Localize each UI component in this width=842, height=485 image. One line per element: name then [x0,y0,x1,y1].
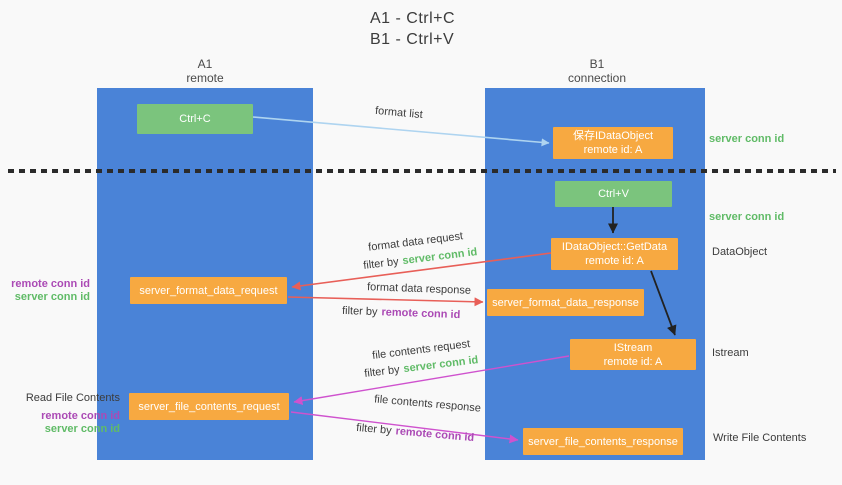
node-getdata-line1: IDataObject::GetData [561,241,668,253]
left-column-header: A1 remote [97,57,313,85]
node-getdata-line2: remote id: A [585,255,644,267]
node-ctrl-c: Ctrl+C [137,104,253,134]
node-getdata: IDataObject::GetData remote id: A [551,238,678,270]
label-istream: Istream [712,347,749,359]
label-read-file-contents: Read File Contents [25,392,120,404]
left-column-name: A1 [197,57,213,71]
node-server-format-data-request-label: server_format_data_request [139,284,278,297]
node-server-file-contents-request: server_file_contents_request [129,393,289,420]
title-line-1: A1 - Ctrl+C [370,10,456,27]
right-column-name: B1 [589,57,605,71]
filter-by-text: filter by [355,421,393,437]
remote-conn-id-text: remote conn id [381,306,461,322]
node-ctrl-c-label: Ctrl+C [179,113,211,125]
left-conn-id-group-2: remote conn id server conn id [0,410,120,436]
label-dataobject: DataObject [712,246,768,258]
node-istream: IStream remote id: A [570,339,696,370]
label-write-file-contents: Write File Contents [713,432,807,444]
diagram-title: A1 - Ctrl+C B1 - Ctrl+V [370,8,455,50]
node-server-file-contents-response-label: server_file_contents_response [528,435,678,448]
dotted-separator [8,169,836,173]
node-ctrl-v-label: Ctrl+V [598,188,629,200]
arrow-format-data-response [287,296,484,307]
left-conn-id-group-1: remote conn id server conn id [0,278,90,304]
filter-by-text: filter by [362,255,400,272]
node-istream-line1: IStream [613,341,653,354]
label-remote-conn-id-left-2: remote conn id [41,410,120,422]
node-save-dataobject-line1: 保存IDataObject [572,130,654,142]
node-server-format-data-response: server_format_data_response [487,289,644,316]
node-server-file-contents-response: server_file_contents_response [523,428,683,455]
label-server-conn-id-mid-right: server conn id [709,211,785,223]
label-server-conn-id-top-right: server conn id [709,133,785,145]
node-save-dataobject: 保存IDataObject remote id: A [553,127,673,159]
filter-by-text: filter by [341,304,378,319]
node-ctrl-v: Ctrl+V [555,181,672,207]
label-server-conn-id-left-2: server conn id [44,423,120,435]
right-column-header: B1 connection [487,57,707,85]
label-server-conn-id-left-1: server conn id [14,291,90,303]
node-istream-line2: remote id: A [603,355,663,368]
filter-by-text: filter by [363,363,401,380]
label-format-data-response: format data response [366,281,472,297]
right-column-subtitle: connection [567,71,627,85]
remote-conn-id-text: remote conn id [395,425,475,445]
left-column-subtitle: remote [186,71,224,85]
node-server-format-data-response-label: server_format_data_response [492,296,639,309]
node-server-file-contents-request-label: server_file_contents_request [138,400,280,413]
label-format-list: format list [374,104,424,122]
node-server-format-data-request: server_format_data_request [130,277,287,304]
title-line-2: B1 - Ctrl+V [370,31,455,48]
label-file-contents-response: file contents response [373,393,482,415]
label-remote-conn-id-left-1: remote conn id [11,278,90,290]
node-save-dataobject-line2: remote id: A [583,144,643,156]
